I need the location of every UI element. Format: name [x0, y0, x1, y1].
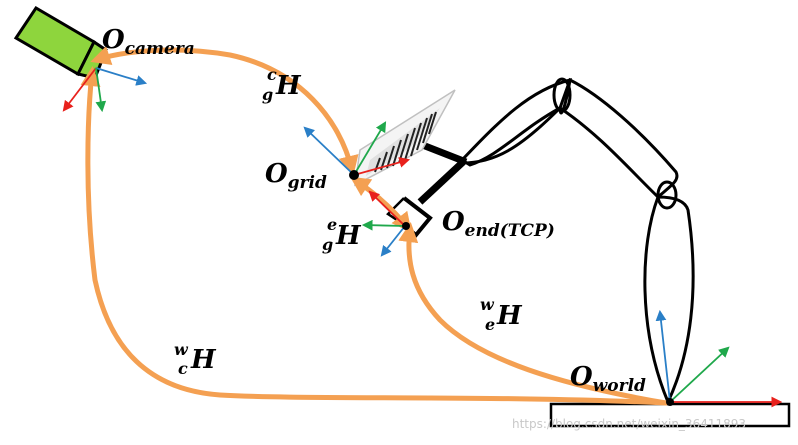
arm-middle-link — [558, 77, 679, 200]
arc-g-to-c — [90, 46, 359, 176]
wrist-bar — [417, 159, 466, 205]
svg-text:H: H — [496, 301, 523, 331]
svg-text:g: g — [262, 85, 273, 104]
svg-text:H: H — [190, 345, 217, 375]
end-axes — [361, 190, 406, 257]
svg-text:H: H — [275, 71, 302, 101]
grid-axes — [303, 121, 411, 176]
svg-text:c: c — [178, 359, 188, 378]
arc-e-to-w — [398, 222, 669, 406]
svg-text:e: e — [485, 315, 495, 334]
label-c-to-w: w c H — [174, 340, 217, 378]
label-o-camera: Ocamera — [102, 25, 195, 59]
arc-c-to-w — [80, 66, 669, 406]
label-g-to-c: c g H — [262, 65, 302, 104]
svg-text:c: c — [267, 65, 277, 84]
label-o-world: Oworld — [570, 362, 646, 396]
camera — [13, 5, 108, 80]
shoulder-joint — [552, 77, 572, 113]
end-origin-dot — [402, 222, 410, 230]
svg-text:w: w — [480, 295, 495, 314]
arm-lower-link — [643, 195, 695, 406]
label-o-end: Oend(TCP) — [442, 207, 555, 241]
world-origin-dot — [666, 398, 674, 406]
label-e-to-w: w e H — [480, 295, 523, 334]
wrist-flange-bar — [418, 140, 468, 166]
svg-text:w: w — [174, 340, 189, 359]
svg-text:H: H — [335, 221, 362, 251]
watermark: https://blog.csdn.net/weixin_36411893 — [512, 417, 746, 431]
label-g-to-e: e g H — [322, 215, 362, 254]
label-o-grid: Ogrid — [265, 159, 327, 193]
transform-arcs — [80, 46, 669, 406]
arm-upper-outline — [461, 106, 562, 165]
camera-axes — [62, 67, 148, 113]
world-axes — [655, 309, 783, 408]
arc-g-to-e — [350, 176, 412, 233]
svg-text:g: g — [322, 235, 333, 254]
elbow-joint — [656, 180, 678, 210]
robot-arm — [459, 77, 695, 406]
svg-text:e: e — [327, 215, 337, 234]
grid-origin-dot — [349, 170, 359, 180]
